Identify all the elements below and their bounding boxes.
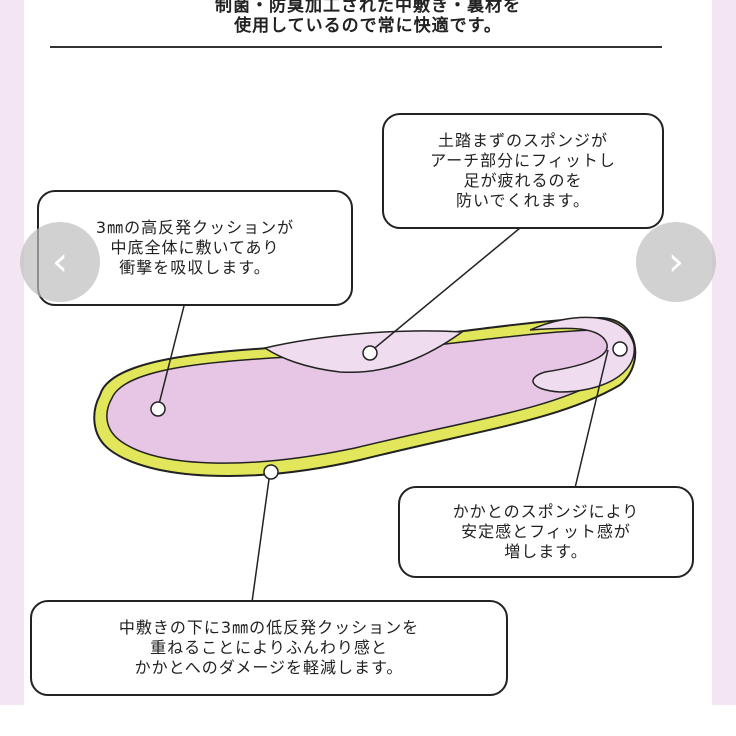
carousel-next-button[interactable]: › xyxy=(636,222,716,302)
callout-line: 重ねることによりふんわり感と xyxy=(150,638,388,657)
callout-line: 安定感とフィット感が xyxy=(461,522,631,541)
heel-sponge xyxy=(529,316,635,393)
carousel-prev-button[interactable]: ‹ xyxy=(20,222,100,302)
callout-arch-sponge: 土踏まずのスポンジが アーチ部分にフィットし 足が疲れるのを 防いでくれます。 xyxy=(382,113,664,229)
callout-line: 衝撃を吸収します。 xyxy=(119,258,271,277)
callout-line: 増します。 xyxy=(504,542,588,561)
callout-line: 防いでくれます。 xyxy=(456,191,590,210)
callout-heel-sponge: かかとのスポンジにより 安定感とフィット感が 増します。 xyxy=(398,486,694,578)
footer-strip xyxy=(0,705,736,736)
chevron-left-icon: ‹ xyxy=(52,239,68,285)
callout-line: かかとへのダメージを軽減します。 xyxy=(134,658,404,677)
callout-line: 足が疲れるのを xyxy=(463,171,583,190)
callout-line: 中敷きの下に3㎜の低反発クッションを xyxy=(118,618,420,637)
callout-low-cushion: 中敷きの下に3㎜の低反発クッションを 重ねることによりふんわり感と かかとへのダ… xyxy=(30,600,508,696)
divider xyxy=(50,46,662,48)
callout-line: かかとのスポンジにより xyxy=(452,502,640,521)
header-text: 制菌・防臭加工された中敷き・裏材を 使用しているので常に快適です。 xyxy=(0,0,736,36)
callout-line: 土踏まずのスポンジが xyxy=(437,131,608,150)
callout-line: 3㎜の高反発クッションが xyxy=(95,218,295,237)
callout-line: アーチ部分にフィットし xyxy=(430,151,616,170)
header-line: 使用しているので常に快適です。 xyxy=(234,16,502,36)
header-line: 制菌・防臭加工された中敷き・裏材を xyxy=(215,0,521,16)
callout-line: 中底全体に敷いてあり xyxy=(110,238,280,257)
chevron-right-icon: › xyxy=(668,239,684,285)
